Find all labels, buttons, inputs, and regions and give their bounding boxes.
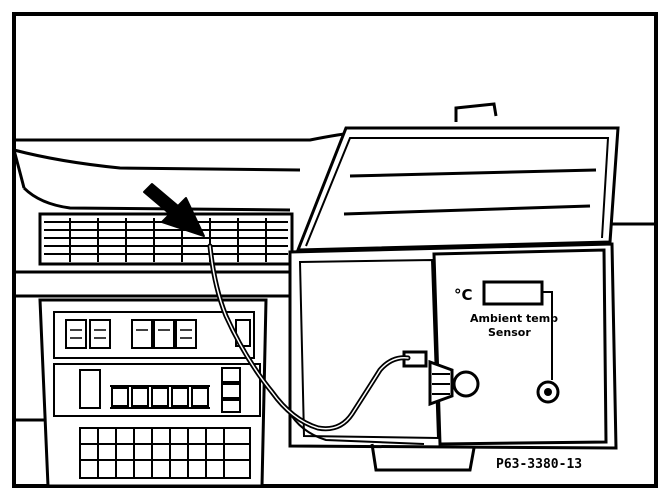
figure-frame: [12, 12, 658, 488]
tester-case: °C Ambient temp Sensor: [287, 102, 620, 472]
center-console: [38, 298, 268, 488]
case-lid: [295, 126, 620, 252]
unit-label: °C: [454, 286, 473, 304]
case-handle: [454, 102, 498, 122]
case-stand: [370, 443, 476, 472]
console-lower-keys: [79, 427, 251, 479]
instrument-panel: [432, 248, 608, 446]
figure-code: P63-3380-13: [496, 457, 582, 472]
temperature-display: [482, 280, 544, 306]
pointing-arrow: [143, 183, 205, 237]
instrument-label-line1: Ambient temp: [470, 312, 558, 325]
console-middle-buttons: [79, 367, 241, 413]
instrument-label-line2: Sensor: [488, 326, 531, 339]
